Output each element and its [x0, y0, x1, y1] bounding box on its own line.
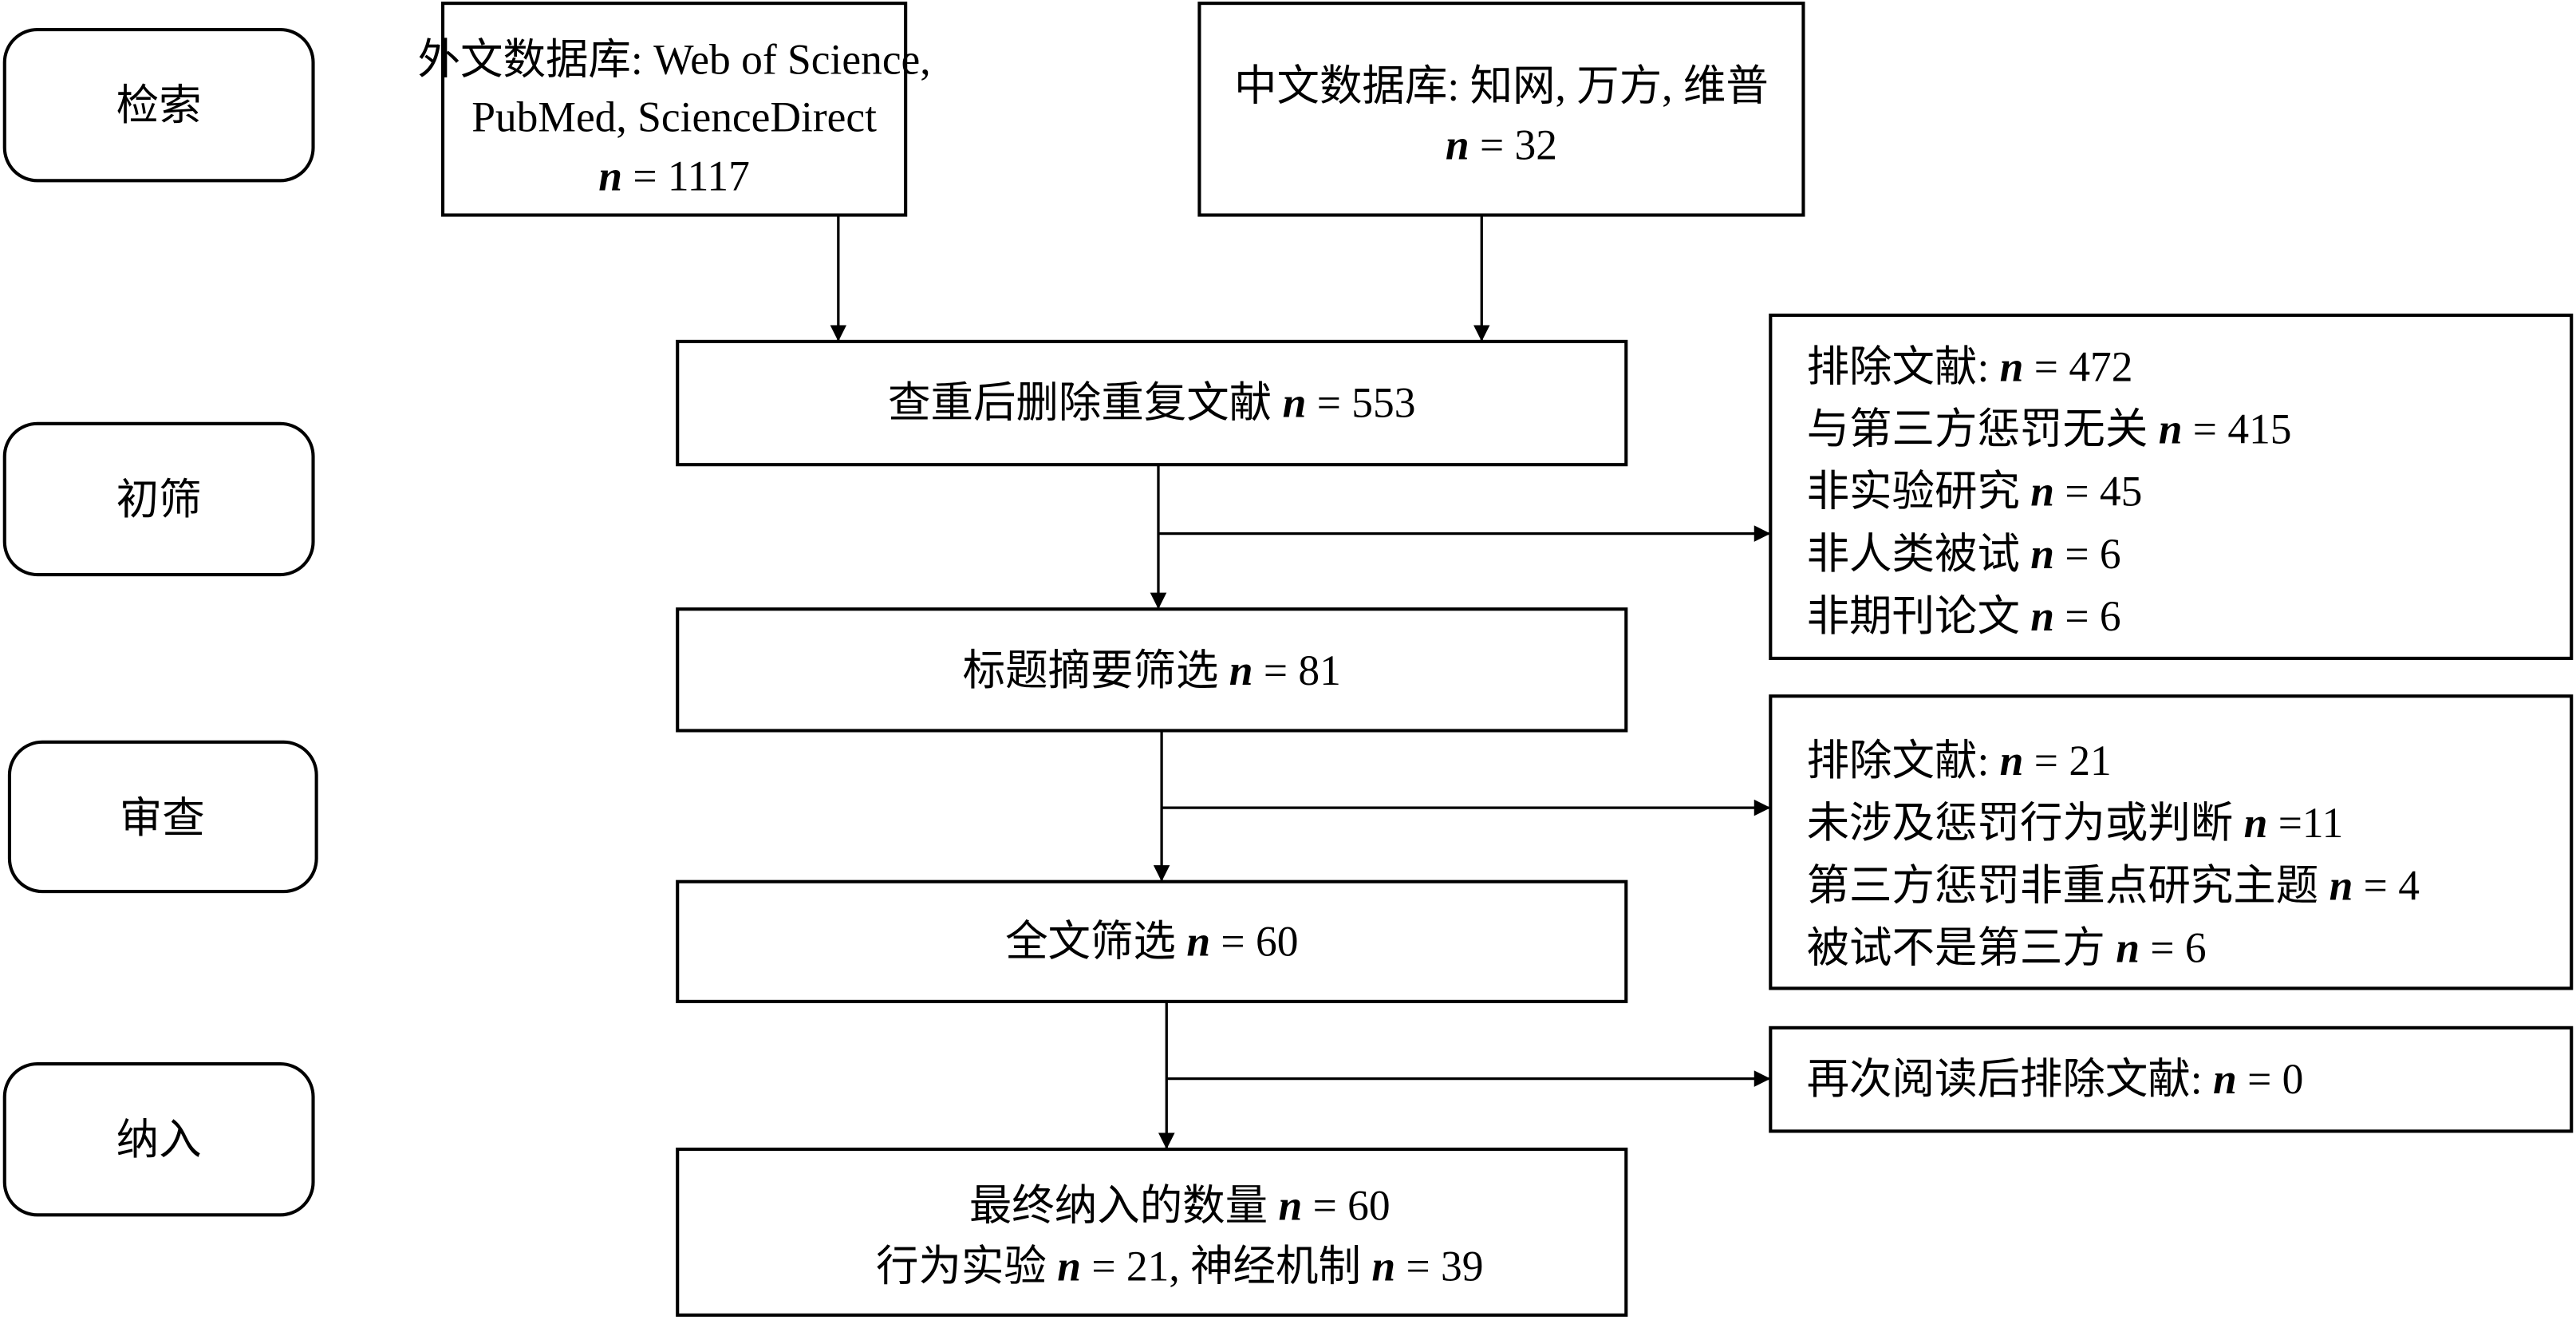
exclusion-box-3: 再次阅读后排除文献: n = 0 [1769, 1026, 2574, 1133]
final-included-box: 最终纳入的数量 n = 60 行为实验 n = 21, 神经机制 n = 39 [676, 1147, 1628, 1317]
box-text: 中文数据库: 知网, 万方, 维普 [1234, 61, 1769, 109]
stage-label: 纳入 [116, 1116, 202, 1164]
stage-search: 检索 [2, 27, 315, 183]
box-text: 行为实验 n = 21, 神经机制 n = 39 [876, 1243, 1483, 1290]
exclusion-line: 未涉及惩罚行为或判断 n =11 [1807, 799, 2344, 847]
exclusion-line: 第三方惩罚非重点研究主题 n = 4 [1807, 861, 2420, 909]
exclusion-line: 再次阅读后排除文献: n = 0 [1807, 1055, 2304, 1103]
exclusion-line: 被试不是第三方 n = 6 [1807, 924, 2207, 972]
box-text: 标题摘要筛选 n = 81 [963, 646, 1341, 694]
exclusion-line: 非人类被试 n = 6 [1807, 530, 2121, 578]
exclusion-line: 排除文献: n = 472 [1807, 342, 2133, 390]
title-abstract-box: 标题摘要筛选 n = 81 [676, 607, 1628, 733]
box-text: PubMed, ScienceDirect [471, 93, 877, 141]
dedup-box: 查重后删除重复文献 n = 553 [676, 339, 1628, 467]
exclusion-line: 非实验研究 n = 45 [1807, 468, 2143, 516]
chinese-database-box: 中文数据库: 知网, 万方, 维普 n = 32 [1197, 2, 1805, 217]
count-text: n = 32 [1446, 121, 1557, 169]
box-text: 查重后删除重复文献 n = 553 [888, 379, 1415, 427]
exclusion-line: 排除文献: n = 21 [1807, 737, 2112, 784]
exclusion-box-1: 排除文献: n = 472 与第三方惩罚无关 n = 415 非实验研究 n =… [1769, 313, 2574, 660]
exclusion-line: 与第三方惩罚无关 n = 415 [1807, 405, 2292, 453]
stage-label: 审查 [120, 794, 205, 842]
foreign-database-box: 外文数据库: Web of Science, PubMed, ScienceDi… [418, 2, 931, 217]
stage-label: 检索 [116, 81, 202, 129]
stage-initial-screen: 初筛 [2, 421, 315, 577]
box-text: 全文筛选 n = 60 [1005, 917, 1298, 965]
count-text: n = 1117 [598, 152, 750, 200]
stage-review: 审查 [7, 740, 318, 894]
stage-include: 纳入 [2, 1062, 315, 1217]
box-text: 外文数据库: Web of Science, [418, 36, 931, 84]
exclusion-line: 非期刊论文 n = 6 [1807, 592, 2121, 640]
stage-label: 初筛 [116, 476, 202, 524]
fulltext-box: 全文筛选 n = 60 [676, 879, 1628, 1003]
box-text: 最终纳入的数量 n = 60 [969, 1182, 1391, 1230]
exclusion-box-2: 排除文献: n = 21 未涉及惩罚行为或判断 n =11 第三方惩罚非重点研究… [1769, 694, 2574, 990]
